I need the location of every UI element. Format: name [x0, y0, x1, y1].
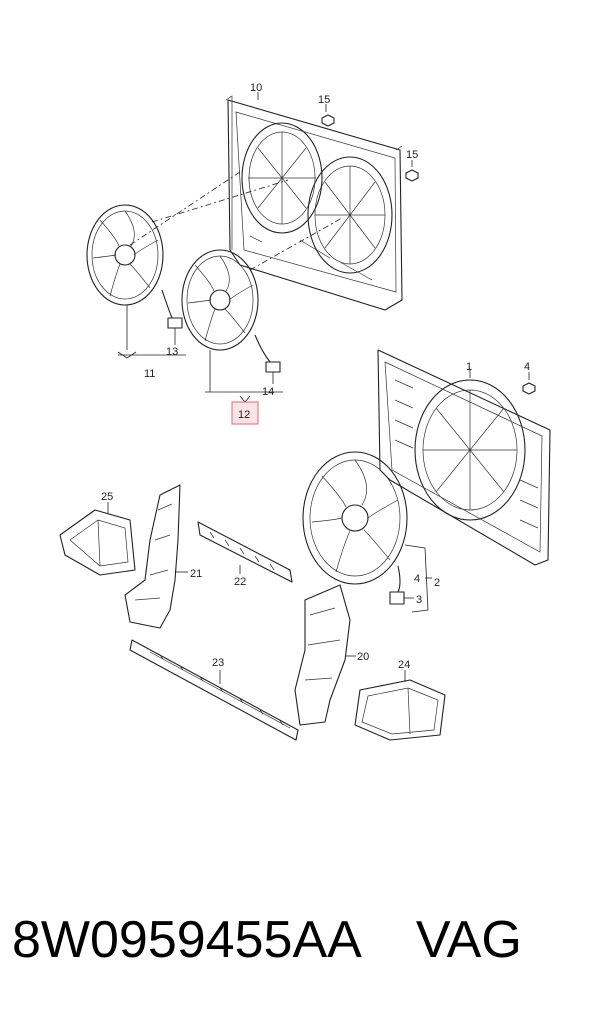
- brand-name: VAG: [415, 911, 522, 969]
- callout-4-top: 4: [524, 361, 530, 373]
- callout-4-bracket: 4: [414, 573, 420, 585]
- highlight-box-12: [231, 401, 259, 425]
- part-23-seal-strip: [129, 639, 299, 741]
- callout-15-top: 15: [318, 94, 330, 106]
- callout-20: 20: [357, 651, 369, 663]
- part-11-fan: [86, 204, 183, 329]
- part-2-fan: [302, 451, 408, 605]
- callout-22: 22: [234, 576, 246, 588]
- callout-25: 25: [101, 491, 113, 503]
- part-10-fan-shroud: [225, 95, 403, 311]
- callout-24: 24: [398, 659, 410, 671]
- part-25-air-duct: [59, 502, 136, 576]
- part-21-air-guide: [124, 484, 188, 629]
- callout-14: 14: [262, 386, 274, 398]
- part-12-fan: [181, 249, 281, 373]
- caption: 8W0959455AA VAG: [12, 900, 592, 980]
- part-number: 8W0959455AA: [12, 911, 362, 969]
- callout-21: 21: [190, 568, 202, 580]
- callout-23: 23: [212, 657, 224, 669]
- part-20-air-guide: [294, 584, 356, 726]
- part-4-screw: [522, 372, 536, 395]
- callout-2: 2: [434, 577, 440, 589]
- exploded-parts-diagram: 10 15 15 13 11 14 12 1 4 4 2 3 25 21 22 …: [59, 82, 551, 741]
- callout-11: 11: [144, 368, 155, 380]
- part-24-air-duct: [354, 670, 446, 741]
- callout-labels: 10 15 15 13 11 14 12 1 4 4 2 3 25 21 22 …: [101, 82, 530, 671]
- alignment-lines: [129, 171, 343, 271]
- callout-13: 13: [166, 346, 178, 358]
- part-1-fan-shroud: [377, 349, 551, 566]
- part-15-screws: [321, 104, 419, 182]
- callout-1: 1: [466, 361, 472, 373]
- callout-12: 12: [238, 409, 250, 421]
- callout-10: 10: [250, 82, 262, 94]
- part-22-seal: [197, 521, 293, 583]
- callout-15-right: 15: [406, 149, 418, 161]
- callout-3: 3: [416, 594, 422, 606]
